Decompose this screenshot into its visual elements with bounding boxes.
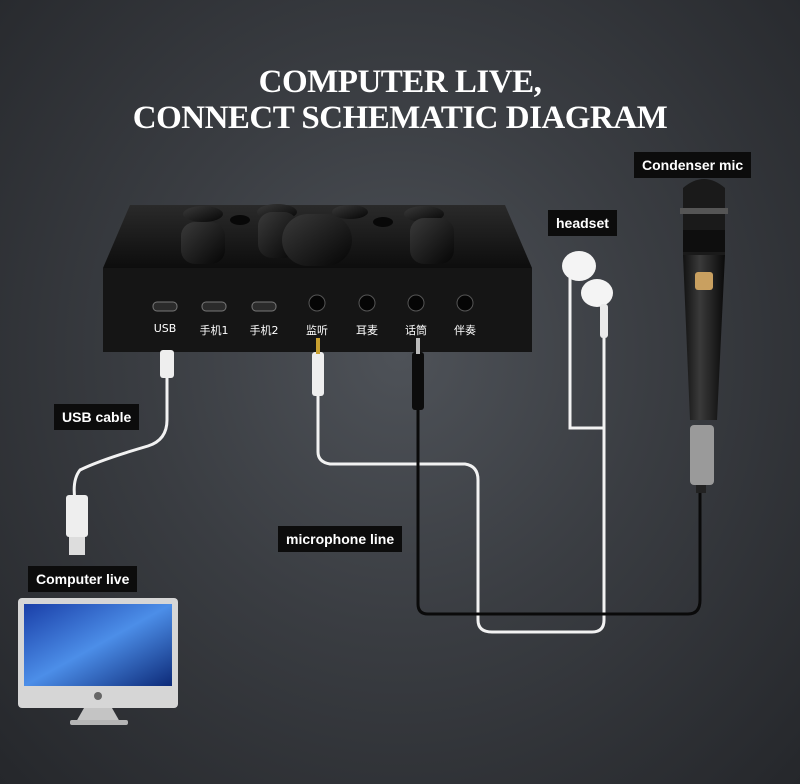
usb-cable bbox=[72, 372, 169, 501]
computer-monitor bbox=[18, 598, 178, 725]
callout-condenser-mic: Condenser mic bbox=[634, 152, 752, 178]
title-line-1: COMPUTER LIVE, bbox=[258, 64, 542, 100]
condenser-mic bbox=[680, 179, 728, 493]
port-label-mic: 话筒 bbox=[405, 324, 427, 337]
port-label-accompaniment: 伴奏 bbox=[454, 324, 476, 337]
headset-earbuds bbox=[562, 251, 613, 430]
sound-card-device bbox=[103, 204, 532, 352]
microphone-cable bbox=[416, 410, 702, 616]
port-label-monitor: 监听 bbox=[306, 324, 328, 337]
callout-headset: headset bbox=[548, 210, 617, 236]
port-label-usb: USB bbox=[153, 322, 177, 335]
callout-microphone-line: microphone line bbox=[278, 526, 403, 552]
port-label-headphone: 耳麦 bbox=[356, 324, 378, 337]
title-line-2: CONNECT SCHEMATIC DIAGRAM bbox=[132, 100, 668, 136]
headset-cable bbox=[316, 395, 606, 634]
callout-computer-live: Computer live bbox=[28, 566, 138, 592]
port-label-phone2: 手机2 bbox=[249, 324, 279, 337]
callout-usb-cable: USB cable bbox=[54, 404, 140, 430]
port-label-phone1: 手机1 bbox=[199, 324, 229, 337]
usb-a-plug bbox=[66, 495, 88, 537]
usb-micro-plug bbox=[160, 350, 174, 378]
